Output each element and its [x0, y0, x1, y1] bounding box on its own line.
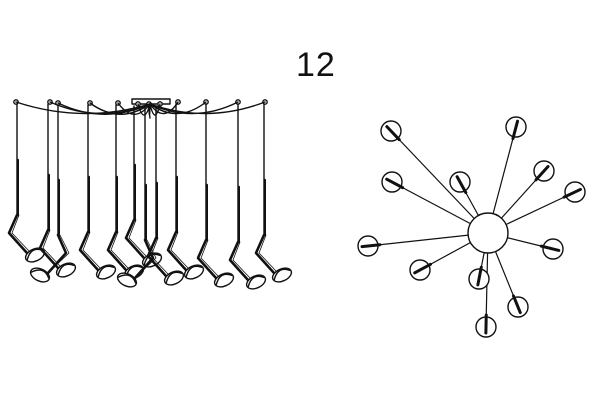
pendant-arm-edge: [259, 235, 276, 271]
pendant-shade-rim: [184, 264, 203, 277]
pendant-arm: [80, 232, 98, 270]
pendant-rod-top: [362, 245, 380, 247]
pendant-rod-top: [564, 189, 580, 197]
pendant-rod-top: [387, 179, 403, 187]
pendant-shade-rim: [118, 272, 137, 285]
pendant-arm-edge: [12, 215, 29, 251]
pendant-arm: [198, 240, 216, 278]
pendant-shade: [55, 262, 77, 278]
pendant-shade-rim: [214, 272, 233, 285]
pendant-arm-edge: [111, 232, 128, 268]
pendant-rod-top: [457, 177, 466, 193]
pendant-arm-edge: [50, 235, 69, 271]
pendant-arm: [230, 242, 248, 280]
pendant-arm: [126, 220, 144, 258]
suspension-cable: [149, 104, 150, 115]
pendant-shade-rim: [96, 264, 115, 277]
pendant-shade: [213, 272, 235, 288]
pendant-rod-top: [536, 167, 548, 180]
pendant-arm: [9, 215, 27, 253]
pendant-shade-rim: [142, 252, 161, 265]
radial-arm: [391, 131, 488, 233]
pendant-arm-edge: [233, 242, 250, 278]
pendant-count-label: 12: [296, 46, 336, 84]
pendant-shade: [95, 264, 117, 280]
pendant-shade-rim: [246, 274, 265, 287]
pendant-shade-rim: [272, 267, 291, 280]
suspension-cable: [58, 103, 150, 114]
pendant-shade: [163, 270, 185, 286]
pendant-arm: [48, 235, 66, 273]
pendant-shade-rim: [164, 270, 183, 283]
pendant-arm: [148, 238, 166, 276]
pendant-arm: [256, 235, 274, 273]
pendant-arm-edge: [151, 238, 168, 274]
pendant-shade: [183, 264, 205, 280]
pendant-arm-edge: [201, 240, 218, 276]
pendant-rod-top: [541, 246, 558, 250]
pendant-arm-edge: [171, 232, 188, 268]
pendant-shade-rim: [31, 267, 50, 280]
pendant-rod-top: [513, 121, 518, 138]
pendant-arm: [40, 230, 58, 268]
pendant-shade: [271, 267, 293, 283]
pendant-rod-top: [387, 127, 399, 140]
pendant-rod-top: [478, 267, 481, 285]
pendant-arm-edge: [137, 240, 156, 276]
pendant-arm: [168, 232, 186, 270]
pendant-shade-rim: [56, 262, 75, 275]
suspension-cable: [150, 102, 265, 114]
pendant-rod-top: [513, 296, 520, 313]
suspension-cable: [150, 102, 206, 114]
pendant-arm-edge: [83, 232, 100, 268]
pendant-arm: [108, 232, 126, 270]
pendant-shade: [245, 274, 267, 290]
pendant-arm-edge: [129, 220, 146, 256]
ceiling-hub: [468, 213, 508, 253]
suspension-cable: [16, 102, 150, 114]
pendant-arm-edge: [43, 230, 60, 266]
pendant-rod-top: [415, 264, 431, 273]
